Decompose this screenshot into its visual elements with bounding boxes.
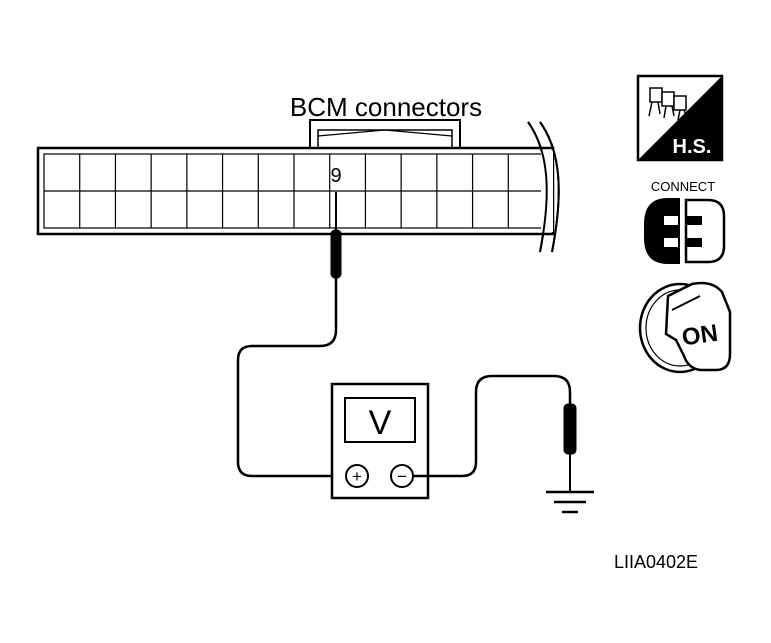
ignition-on-icon: ON — [638, 281, 732, 374]
connect-icon-label: CONNECT — [651, 179, 715, 194]
connect-icon: CONNECT — [644, 179, 726, 264]
plus-terminal — [345, 464, 369, 488]
minus-terminal-symbol: − — [397, 467, 407, 486]
positive-lead-wire — [236, 278, 344, 478]
plus-terminal-symbol: + — [352, 467, 362, 486]
figure-code: LIIA0402E — [614, 552, 698, 572]
voltmeter-display: V — [369, 404, 392, 442]
bcm-connector — [36, 119, 560, 253]
negative-probe — [563, 403, 577, 492]
negative-lead-wire — [413, 374, 572, 478]
ignition-on-label: ON — [680, 320, 719, 352]
connector-title: BCM connectors — [290, 92, 482, 122]
hs-icon-label: H.S. — [673, 136, 712, 158]
voltmeter: V + − — [330, 382, 430, 500]
break-line-right — [539, 121, 560, 253]
positive-probe — [330, 192, 342, 279]
hs-harness-icon: H.S. — [636, 74, 724, 162]
break-line-left — [527, 121, 548, 253]
terminal-number-label: 9 — [330, 165, 341, 187]
ground-symbol — [546, 490, 594, 514]
